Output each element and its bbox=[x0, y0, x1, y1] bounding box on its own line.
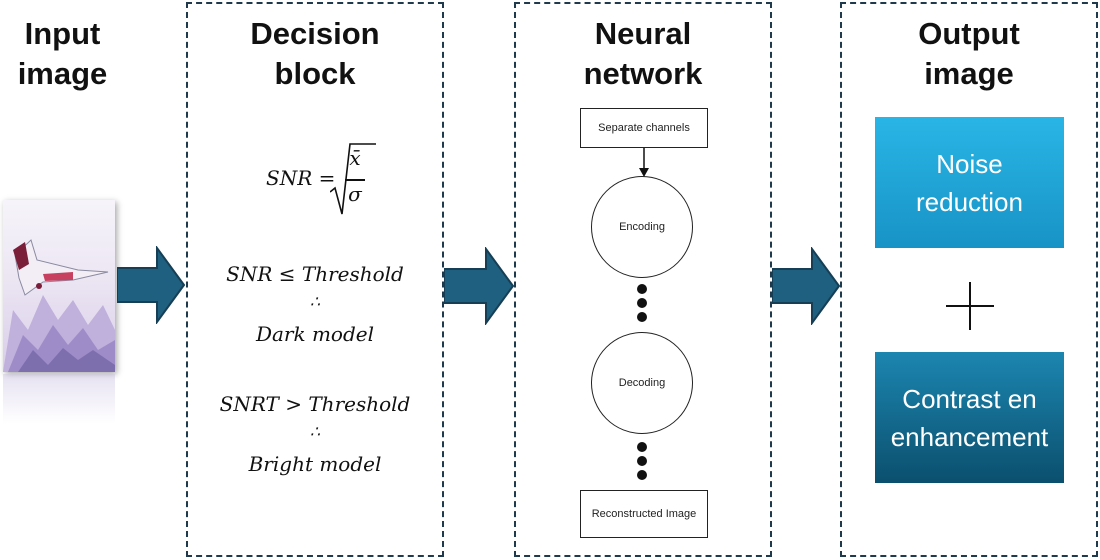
decoding-node: Decoding bbox=[591, 332, 693, 434]
snr-formula-lhs: SNR = bbox=[266, 166, 336, 190]
arrow-input-to-decision bbox=[117, 246, 185, 324]
bright-model-label: Bright model bbox=[248, 452, 382, 476]
input-title-line1: Input bbox=[24, 16, 101, 51]
arrow-decision-to-network bbox=[444, 247, 514, 325]
input-image-reflection bbox=[3, 374, 115, 424]
neural-network-panel bbox=[514, 2, 772, 557]
input-title-line2: image bbox=[17, 56, 108, 91]
dark-model-label: Dark model bbox=[255, 322, 375, 346]
plus-icon bbox=[946, 282, 994, 330]
noise-reduction-line1: Noise bbox=[936, 148, 1003, 179]
square-root-sign bbox=[330, 143, 376, 215]
snr-numerator: x̄ bbox=[349, 146, 361, 170]
decision-title-line1: Decision bbox=[250, 16, 380, 51]
arrow-network-to-output bbox=[772, 247, 840, 325]
output-image-title: Output image bbox=[840, 14, 1098, 94]
ellipsis-dot bbox=[637, 312, 647, 322]
airplane-over-mountains-picture bbox=[3, 239, 115, 372]
input-image-title: Input image bbox=[0, 14, 125, 94]
ellipsis-dot bbox=[637, 284, 647, 294]
dark-condition: SNR ≤ Threshold bbox=[226, 262, 404, 286]
connector-arrow bbox=[639, 148, 649, 177]
network-title-line2: network bbox=[583, 56, 703, 91]
separate-channels-node: Separate channels bbox=[580, 108, 708, 148]
neural-network-title: Neural network bbox=[514, 14, 772, 94]
network-title-line1: Neural bbox=[594, 16, 692, 51]
decision-block-title: Decision block bbox=[186, 14, 444, 94]
therefore-symbol-1: ∴ bbox=[309, 292, 321, 311]
ellipsis-dot bbox=[637, 442, 647, 452]
reconstructed-image-node: Reconstructed Image bbox=[580, 490, 708, 538]
fraction-bar bbox=[345, 179, 365, 181]
noise-reduction-line2: reduction bbox=[916, 186, 1023, 217]
input-image-thumbnail bbox=[3, 200, 115, 372]
contrast-line2: enhancement bbox=[890, 421, 1049, 452]
decision-block-panel bbox=[186, 2, 444, 557]
bright-condition: SNRT > Threshold bbox=[219, 392, 411, 416]
therefore-symbol-2: ∴ bbox=[309, 422, 321, 441]
ellipsis-dot bbox=[637, 456, 647, 466]
encoding-node: Encoding bbox=[591, 176, 693, 278]
contrast-line1: Contrast en bbox=[902, 383, 1037, 414]
decision-title-line2: block bbox=[274, 56, 356, 91]
ellipsis-dot bbox=[637, 470, 647, 480]
noise-reduction-box: Noise reduction bbox=[875, 117, 1064, 248]
snr-formula: SNR = x̄ σ bbox=[260, 140, 380, 220]
ellipsis-dot bbox=[637, 298, 647, 308]
output-title-line1: Output bbox=[918, 16, 1020, 51]
output-title-line2: image bbox=[924, 56, 1014, 91]
snr-denominator: σ bbox=[348, 182, 362, 206]
contrast-enhancement-box: Contrast en enhancement bbox=[875, 352, 1064, 483]
output-image-panel bbox=[840, 2, 1098, 557]
